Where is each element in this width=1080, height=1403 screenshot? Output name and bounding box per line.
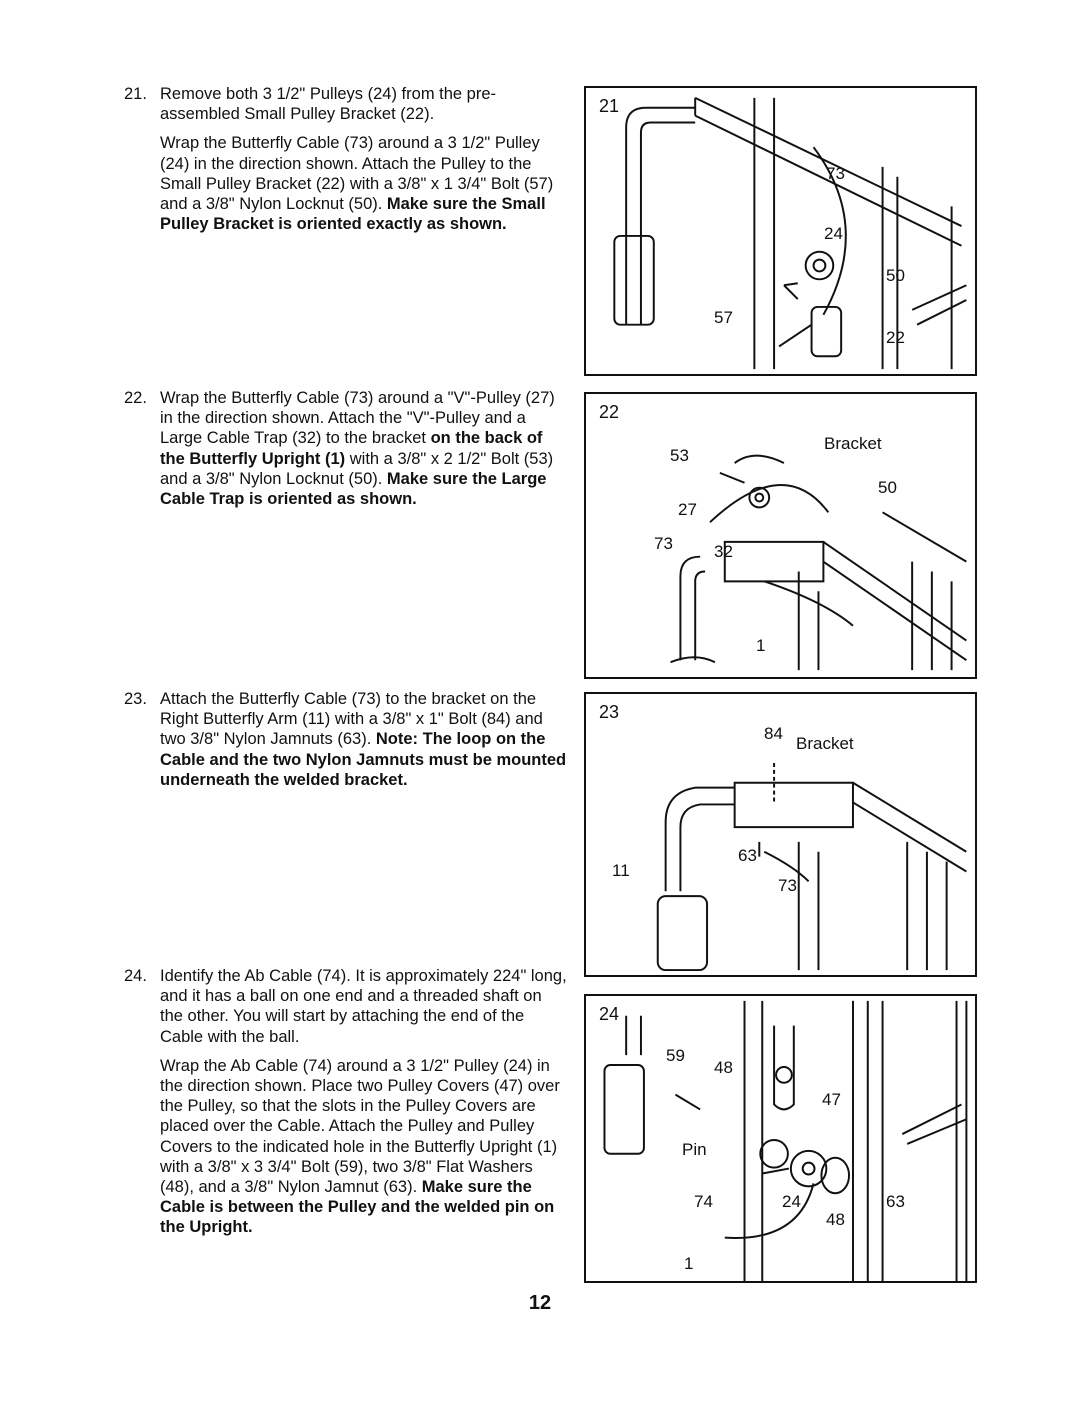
step-text: Wrap the Butterfly Cable (73) around a 3… (160, 134, 554, 214)
step-warning: Make sure the Small Pulley Bracket is or… (160, 195, 546, 234)
step-text: Wrap the Butterfly Cable (73) around a "… (160, 389, 555, 448)
step-number: 24. (124, 967, 147, 985)
part-label: 24 (824, 224, 843, 243)
figure-number: 22 (599, 402, 620, 422)
part-label: 73 (778, 876, 797, 895)
step-21: 21. Remove both 3 1/2" Pulleys (24) from… (124, 84, 569, 243)
step-24: 24. Identify the Ab Cable (74). It is ap… (124, 966, 569, 1247)
part-label: 57 (714, 308, 733, 327)
part-label: Bracket (824, 434, 882, 453)
figure-23: 23 84 Bracket 63 11 73 (584, 692, 977, 977)
step-text: with a 3/8" x 2 1/2" Bolt (53) and a 3/8… (160, 449, 554, 488)
part-label: Pin (682, 1140, 707, 1159)
step-warning: Make sure the Large Cable Trap is orient… (160, 469, 547, 509)
figure-24-drawing (603, 1000, 968, 1281)
step-number: 22. (124, 389, 147, 407)
part-label: 73 (826, 164, 845, 183)
figure-number: 21 (599, 96, 620, 116)
part-label: 48 (826, 1210, 845, 1229)
figure-21-drawing (613, 96, 967, 370)
step-paragraph: Wrap the Butterfly Cable (73) around a 3… (160, 133, 569, 234)
part-label: 73 (654, 534, 673, 553)
part-label: 22 (886, 328, 905, 347)
step-number: 23. (124, 690, 147, 708)
part-label: 53 (670, 446, 689, 465)
step-23: 23. Attach the Butterfly Cable (73) to t… (124, 689, 569, 799)
part-label: 48 (714, 1058, 733, 1077)
step-paragraph: Wrap the Butterfly Cable (73) around a "… (160, 388, 569, 509)
part-label: 1 (684, 1254, 694, 1273)
figure-number: 23 (599, 702, 620, 722)
part-label: 47 (822, 1090, 841, 1109)
figure-number: 24 (599, 1004, 620, 1024)
part-label: 63 (738, 846, 757, 865)
part-label: 74 (694, 1192, 713, 1211)
figure-22: 22 Bracket 53 50 27 73 32 1 (584, 392, 977, 679)
step-warning: Make sure the Cable is between the Pulle… (160, 1178, 555, 1237)
figure-24: 24 59 48 47 Pin 74 24 63 48 1 (584, 994, 977, 1283)
step-warning: Note: The loop on the Cable and the two … (160, 730, 567, 789)
part-label: 32 (714, 542, 733, 561)
step-emphasis: on the back of the Butterfly Upright (1) (160, 429, 543, 468)
step-text: Attach the Butterfly Cable (73) to the b… (160, 690, 543, 749)
step-paragraph: Remove both 3 1/2" Pulleys (24) from the… (160, 85, 497, 124)
step-22: 22. Wrap the Butterfly Cable (73) around… (124, 388, 569, 518)
part-label: 63 (886, 1192, 905, 1211)
part-label: 50 (886, 266, 905, 285)
part-label: 84 (764, 724, 783, 743)
part-label: 59 (666, 1046, 685, 1065)
step-paragraph: Attach the Butterfly Cable (73) to the b… (160, 689, 569, 790)
page-number: 12 (528, 1292, 552, 1314)
step-number: 21. (124, 85, 147, 103)
part-label: 50 (878, 478, 897, 497)
part-label: 11 (612, 861, 630, 880)
figure-23-drawing (656, 763, 967, 972)
part-label: 27 (678, 500, 697, 519)
figure-21: 21 73 24 50 57 22 (584, 86, 977, 376)
step-text: Wrap the Ab Cable (74) around a 3 1/2" P… (160, 1056, 560, 1197)
step-paragraph: Identify the Ab Cable (74). It is approx… (160, 967, 567, 1046)
step-paragraph: Wrap the Ab Cable (74) around a 3 1/2" P… (160, 1056, 569, 1238)
figure-22-drawing (670, 454, 967, 671)
part-label: 24 (782, 1192, 801, 1211)
part-label: Bracket (796, 734, 854, 753)
part-label: 1 (756, 636, 766, 655)
